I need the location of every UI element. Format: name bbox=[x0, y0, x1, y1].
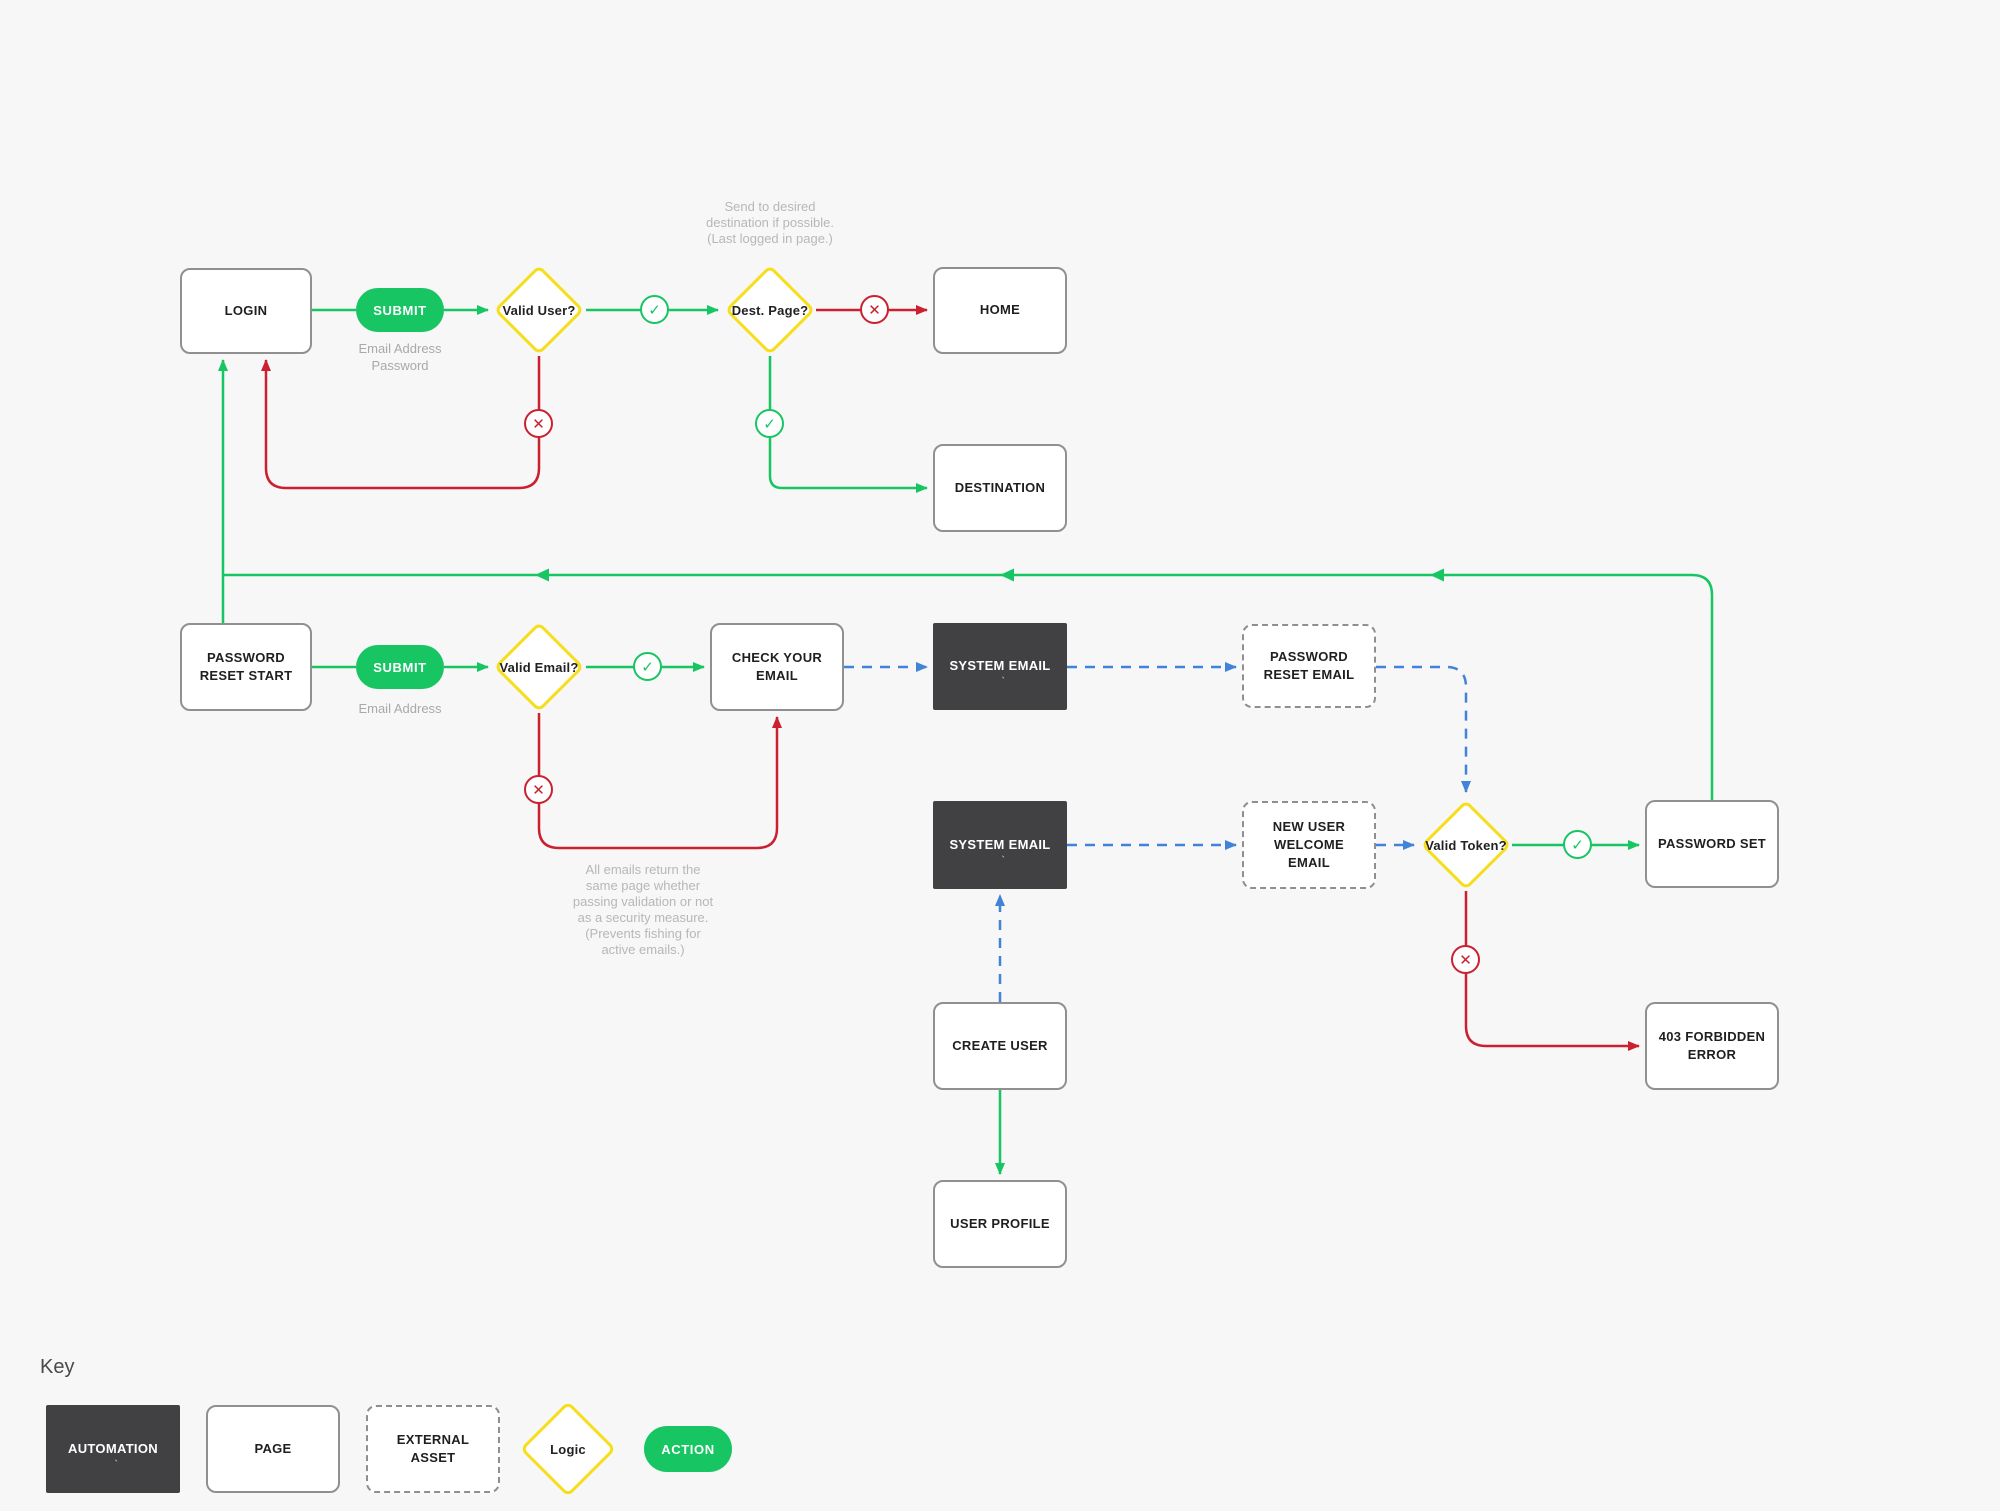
key-title: Key bbox=[40, 1356, 75, 1378]
return-arrowhead bbox=[535, 568, 549, 582]
node-password-set: PASSWORD SET bbox=[1645, 800, 1779, 888]
check-circle-icon: ✓ bbox=[755, 409, 784, 438]
logic-valid-email: Valid Email? bbox=[493, 621, 585, 713]
tick-mark: ` bbox=[1001, 854, 1006, 867]
node-check-your-email: CHECK YOUR EMAIL bbox=[710, 623, 844, 711]
key-label: AUTOMATION bbox=[68, 1440, 158, 1456]
logic-label: Valid Token? bbox=[1425, 837, 1507, 853]
node-destination: DESTINATION bbox=[933, 444, 1067, 532]
node-label: CREATE USER bbox=[952, 1037, 1048, 1053]
node-password-reset-start: PASSWORD RESET START bbox=[180, 623, 312, 711]
node-label: CHECK YOUR EMAIL bbox=[731, 649, 823, 683]
node-label: SYSTEM EMAIL bbox=[949, 658, 1051, 674]
node-create-user: CREATE USER bbox=[933, 1002, 1067, 1090]
key-logic: Logic bbox=[518, 1399, 618, 1499]
node-password-reset-email: PASSWORD RESET EMAIL bbox=[1242, 624, 1376, 708]
key-page: PAGE bbox=[206, 1405, 340, 1493]
x-circle-icon: ✕ bbox=[1451, 945, 1480, 974]
node-label: USER PROFILE bbox=[950, 1215, 1050, 1231]
key-automation: AUTOMATION ` bbox=[46, 1405, 180, 1493]
x-circle-icon: ✕ bbox=[860, 295, 889, 324]
node-user-profile: USER PROFILE bbox=[933, 1180, 1067, 1268]
node-login: LOGIN bbox=[180, 268, 312, 354]
logic-dest-page: Dest. Page? bbox=[724, 264, 816, 356]
key-action: ACTION bbox=[644, 1426, 732, 1472]
tick-mark: ` bbox=[1001, 676, 1006, 689]
check-circle-icon: ✓ bbox=[633, 652, 662, 681]
key-label: EXTERNAL ASSET bbox=[396, 1431, 470, 1465]
destination-note: Send to desired destination if possible.… bbox=[706, 199, 834, 246]
node-403-forbidden-error: 403 FORBIDDEN ERROR bbox=[1645, 1002, 1779, 1090]
logic-label: Valid User? bbox=[502, 302, 576, 318]
node-label: PASSWORD SET bbox=[1657, 835, 1767, 851]
x-circle-icon: ✕ bbox=[524, 409, 553, 438]
node-label: PASSWORD RESET START bbox=[199, 649, 293, 683]
check-circle-icon: ✓ bbox=[1563, 830, 1592, 859]
node-label: NEW USER WELCOME EMAIL bbox=[1272, 818, 1346, 871]
action-label: ACTION bbox=[661, 1441, 715, 1457]
submit-reset-action: SUBMIT bbox=[356, 645, 444, 689]
key-external-asset: EXTERNAL ASSET bbox=[366, 1405, 500, 1493]
logic-valid-token: Valid Token? bbox=[1420, 799, 1512, 891]
edge-validemail-fail-loop bbox=[537, 713, 782, 850]
node-new-user-welcome-email: NEW USER WELCOME EMAIL bbox=[1242, 801, 1376, 889]
node-label: PASSWORD RESET EMAIL bbox=[1263, 648, 1355, 682]
edge-validuser-fail-loop bbox=[261, 356, 541, 490]
node-label: 403 FORBIDDEN ERROR bbox=[1658, 1028, 1766, 1062]
node-label: SYSTEM EMAIL bbox=[949, 836, 1051, 852]
return-arrowhead bbox=[1000, 568, 1014, 582]
tick-mark: ` bbox=[114, 1458, 119, 1471]
return-arrowhead bbox=[1430, 568, 1444, 582]
edge-resetemail-validtoken bbox=[1376, 665, 1471, 793]
key-label: PAGE bbox=[254, 1440, 292, 1456]
submit-login-action: SUBMIT bbox=[356, 288, 444, 332]
action-label: SUBMIT bbox=[373, 659, 427, 675]
node-system-email-1: SYSTEM EMAIL ` bbox=[933, 623, 1067, 710]
email-security-note: All emails return the same page whether … bbox=[572, 862, 714, 957]
logic-valid-user: Valid User? bbox=[493, 264, 585, 356]
submit-login-fields: Email Address Password bbox=[358, 341, 442, 373]
x-circle-icon: ✕ bbox=[524, 775, 553, 804]
node-label: HOME bbox=[979, 302, 1021, 318]
edge-destpage-destination bbox=[768, 356, 928, 493]
node-system-email-2: SYSTEM EMAIL ` bbox=[933, 801, 1067, 889]
logic-label: Logic bbox=[550, 1441, 586, 1457]
node-label: LOGIN bbox=[224, 302, 268, 318]
edge-validtoken-fail-403 bbox=[1464, 891, 1640, 1051]
logic-label: Dest. Page? bbox=[731, 302, 809, 318]
action-label: SUBMIT bbox=[373, 302, 427, 318]
check-circle-icon: ✓ bbox=[640, 295, 669, 324]
submit-reset-fields: Email Address bbox=[358, 701, 442, 716]
node-home: HOME bbox=[933, 267, 1067, 354]
node-label: DESTINATION bbox=[954, 479, 1046, 495]
logic-label: Valid Email? bbox=[499, 659, 579, 675]
